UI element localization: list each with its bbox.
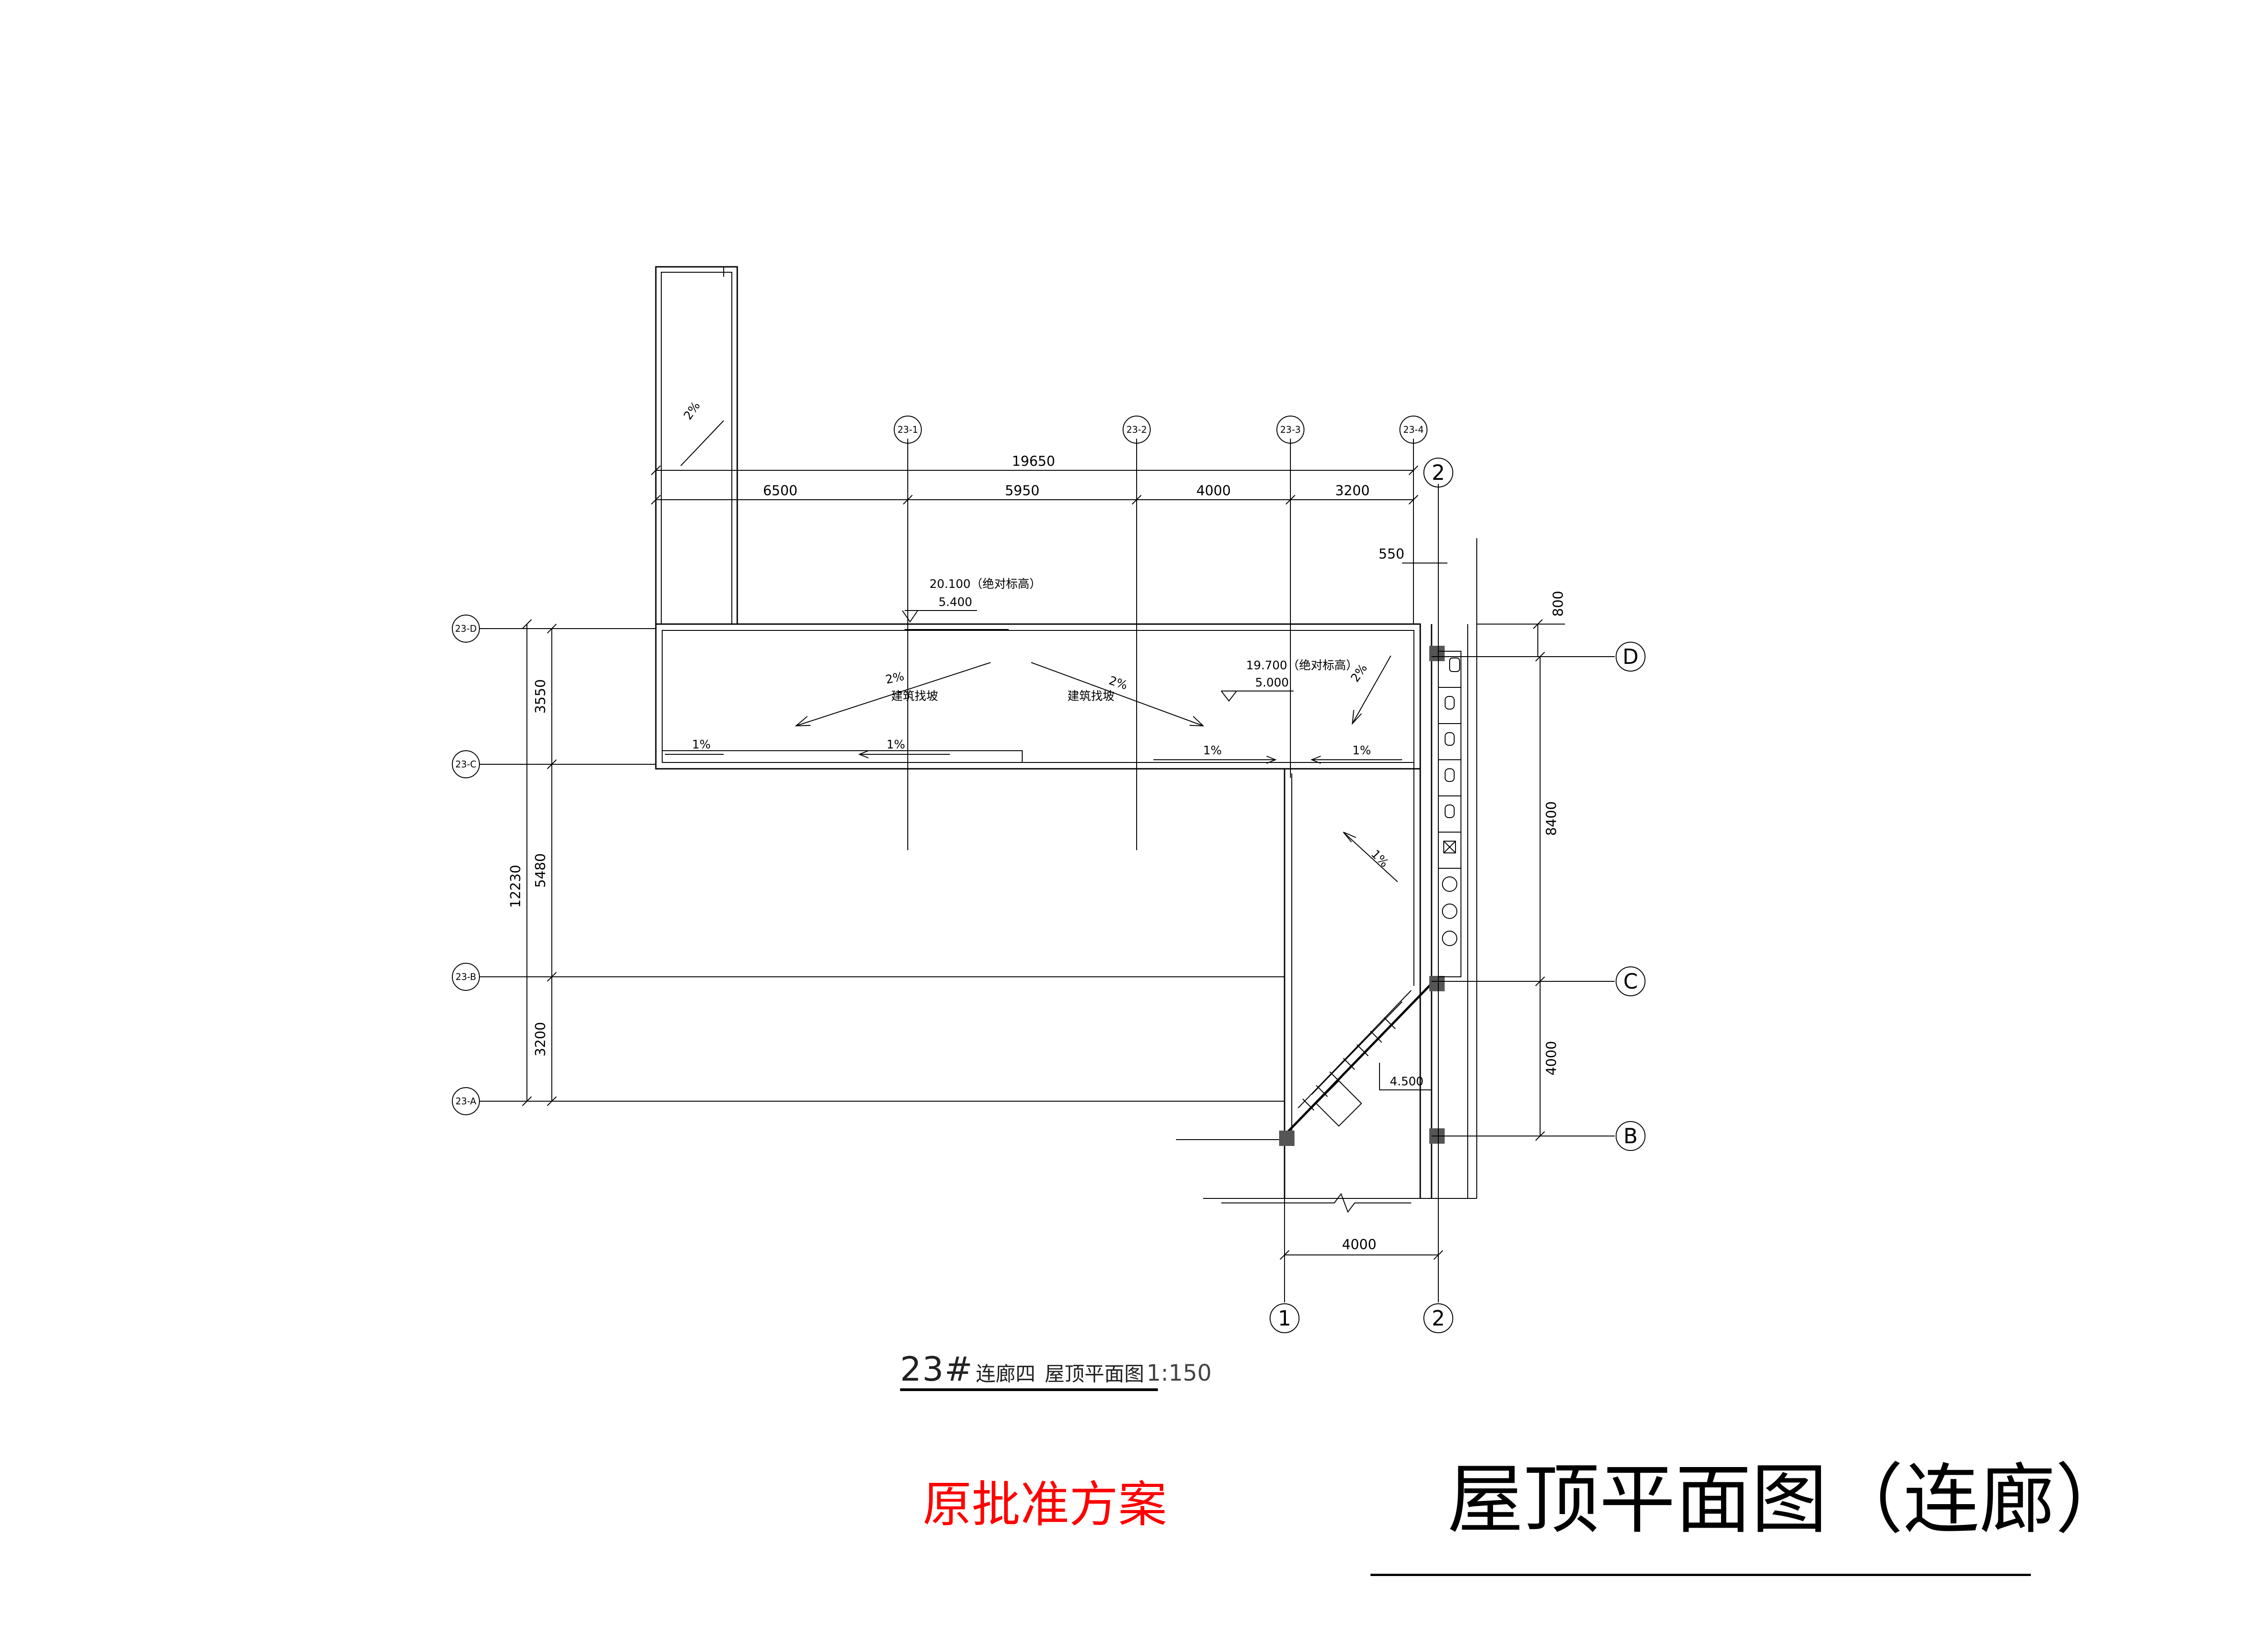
grid-bubble-1: 1 (1270, 1303, 1299, 1333)
column-d2 (1429, 646, 1445, 661)
grid-bubble-23-1: 23-1 (894, 416, 922, 444)
grid-bubble-D: D (1616, 642, 1645, 672)
slope-note-left: 建筑找坡 (891, 690, 938, 703)
dim-5480: 5480 (533, 853, 549, 888)
dim-8400: 8400 (1544, 801, 1560, 836)
svg-text:B: B (1623, 1124, 1638, 1148)
slope-1pct-3: 1% (1203, 744, 1222, 757)
diagonal-stair-edge-inner2 (1311, 1001, 1403, 1095)
dim-3200: 3200 (1335, 483, 1370, 499)
svg-text:23-3: 23-3 (1280, 424, 1300, 435)
slope-1pct-4: 1% (1352, 744, 1371, 757)
slope-2pct-strip: 2% (681, 399, 703, 422)
right-dimensions (1533, 619, 1545, 1141)
dim-4000-bottom: 4000 (1342, 1237, 1376, 1253)
subtitle-scale: 1:150 (1146, 1360, 1212, 1386)
svg-text:23-2: 23-2 (1126, 424, 1147, 435)
svg-text:23-D: 23-D (455, 623, 477, 634)
slope-arrows (665, 420, 1402, 882)
grid-lines (479, 439, 1615, 1302)
svg-text:23-1: 23-1 (897, 424, 918, 435)
elevation-mark-1: 20.100（绝对标高） 5.400 (902, 577, 1041, 623)
svg-text:5.000: 5.000 (1255, 676, 1289, 690)
slope-1pct-2: 1% (887, 738, 905, 752)
main-roof-band-outline (655, 623, 1421, 770)
svg-text:23-4: 23-4 (1403, 424, 1423, 435)
dim-4000-bottom-tick2 (1433, 1250, 1443, 1260)
dim-4000-right: 4000 (1544, 1041, 1560, 1075)
dim-800: 800 (1551, 591, 1566, 616)
grid-bubble-23-3: 23-3 (1276, 416, 1304, 444)
grid-bubble-2-bottom: 2 (1423, 1303, 1453, 1333)
svg-text:5.400: 5.400 (939, 596, 972, 609)
elevation-mark-3: 4.500 (1380, 1075, 1429, 1090)
slope-1pct-5: 1% (1368, 847, 1391, 870)
svg-text:4.500: 4.500 (1390, 1075, 1423, 1089)
grid-bubble-23-C: 23-C (452, 750, 480, 778)
grid-bubble-23-2: 23-2 (1123, 416, 1151, 444)
svg-text:2: 2 (1432, 1306, 1445, 1330)
slope-note-right: 建筑找坡 (1067, 690, 1114, 703)
grid-bubble-23-4: 23-4 (1399, 416, 1427, 444)
elevation-mark-2: 19.700（绝对标高） 5.000 (1221, 659, 1358, 702)
svg-text:1: 1 (1278, 1306, 1291, 1330)
svg-text:19.700（绝对标高）: 19.700（绝对标高） (1246, 659, 1358, 672)
fixtures-column (1438, 651, 1461, 977)
dim-4000-bottom-tick1 (1280, 1250, 1290, 1260)
subtitle-prefix: 23# (900, 1350, 974, 1389)
svg-text:23-B: 23-B (455, 971, 476, 982)
grid-bubble-2-top: 2 (1423, 458, 1453, 488)
break-mark (1221, 1193, 1411, 1213)
svg-text:23-C: 23-C (455, 759, 477, 770)
grid-bubble-23-A: 23-A (452, 1087, 480, 1115)
drawing-subtitle: 23# 连廊四 屋顶平面图 1:150 (900, 1350, 1212, 1389)
subtitle-plan: 屋顶平面图 (1044, 1363, 1144, 1386)
svg-text:C: C (1623, 969, 1638, 994)
svg-text:23-A: 23-A (455, 1096, 476, 1107)
dim-3200-left: 3200 (533, 1022, 549, 1056)
svg-text:20.100（绝对标高）: 20.100（绝对标高） (929, 577, 1041, 591)
slope-2pct-left: 2% (884, 670, 906, 687)
original-approved-scheme-label: 原批准方案 (923, 1477, 1167, 1533)
left-strip-inner (661, 272, 732, 625)
sheet-title-underline (1370, 1574, 2031, 1576)
dim-3550: 3550 (533, 679, 549, 714)
subtitle-underline (900, 1388, 1158, 1391)
dim-12230: 12230 (508, 865, 524, 908)
stair-landing (1315, 1080, 1362, 1127)
subtitle-name: 连廊四 (976, 1363, 1036, 1386)
dim-550: 550 (1379, 546, 1404, 562)
grid-bubble-23-D: 23-D (452, 615, 480, 643)
stair-treads (1302, 1017, 1396, 1111)
svg-text:D: D (1622, 644, 1638, 669)
grid-bubble-B: B (1616, 1121, 1645, 1151)
dim-overall-19650: 19650 (1012, 454, 1055, 469)
dim-5950: 5950 (1005, 483, 1039, 499)
column-c2 (1429, 976, 1445, 991)
diagonal-stair-edge-lower (1293, 994, 1421, 1127)
parapet-step-line (662, 750, 1023, 762)
main-roof-band-inner (662, 630, 1414, 763)
sheet-title: 屋顶平面图（连廊） (1447, 1455, 2131, 1544)
grid-bubble-C: C (1616, 966, 1645, 996)
left-strip-outline (655, 266, 738, 625)
dim-4000: 4000 (1196, 483, 1231, 499)
column-b1 (1279, 1131, 1294, 1146)
svg-text:2: 2 (1432, 460, 1445, 485)
top-dimensions (651, 465, 1418, 505)
slope-1pct-1: 1% (692, 738, 711, 752)
dim-6500: 6500 (763, 483, 797, 499)
grid-bubble-23-B: 23-B (452, 963, 480, 991)
left-dimensions (522, 619, 557, 1106)
